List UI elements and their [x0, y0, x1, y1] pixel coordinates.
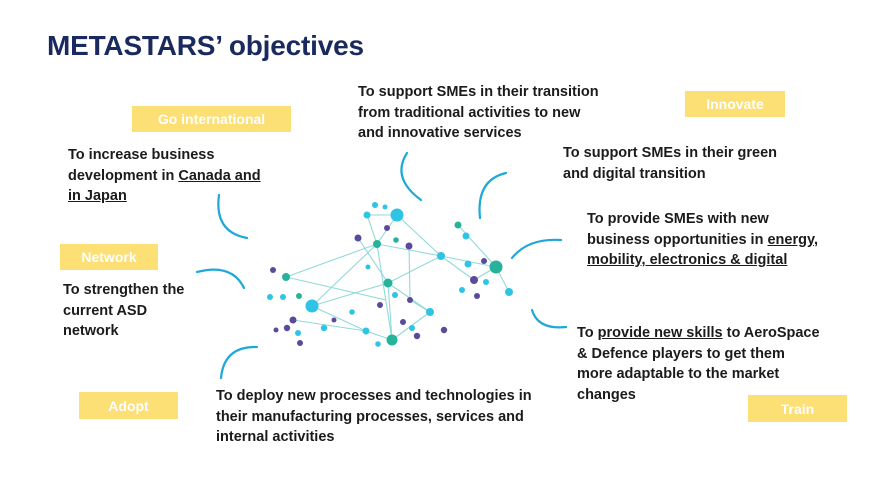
objective-train: To provide new skills to AeroSpace & Def… — [577, 323, 867, 405]
arc-business — [512, 240, 561, 258]
objective-adopt: To deploy new processes and technologies… — [216, 386, 546, 448]
objective-go-international: To increase business development in Cana… — [68, 145, 288, 207]
objective-business-opportunities: To provide SMEs with new business opport… — [587, 209, 872, 271]
tag-innovate: Innovate — [685, 91, 785, 117]
arc-adopt — [221, 347, 257, 378]
arc-services — [401, 153, 421, 200]
objective-network: To strengthen the current ASD network — [63, 280, 233, 342]
objective-services-transition: To support SMEs in their transition from… — [358, 82, 638, 144]
tag-network: Network — [60, 244, 158, 270]
arc-train — [532, 310, 566, 327]
tag-go-international: Go international — [132, 106, 291, 132]
objective-green-digital: To support SMEs in their green and digit… — [563, 143, 823, 184]
arc-green-digital — [480, 173, 506, 218]
tag-adopt: Adopt — [79, 392, 178, 419]
